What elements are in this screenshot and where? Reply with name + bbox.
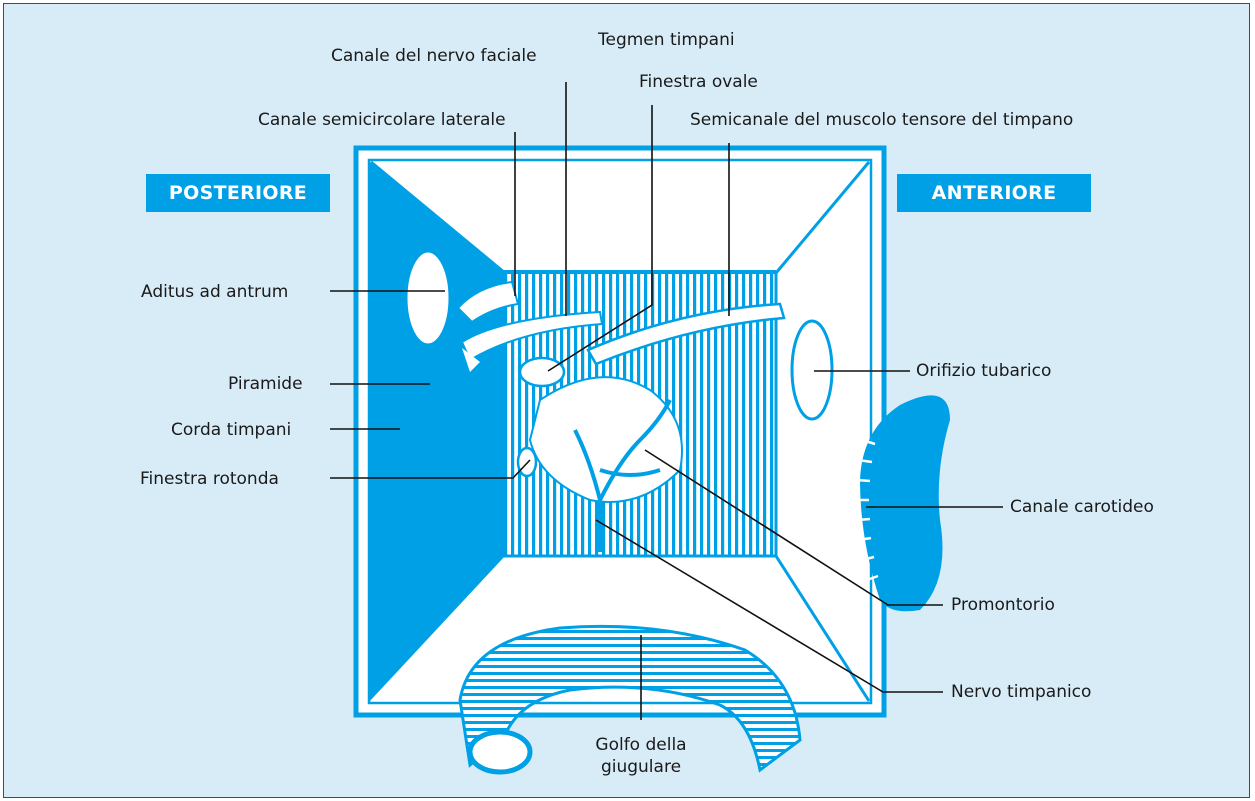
anterior-tag: ANTERIORE: [897, 174, 1091, 212]
jugular-bulb-opening: [470, 732, 530, 772]
round-window: [518, 448, 536, 476]
tubal-orifice: [792, 321, 832, 419]
label-semicanale-muscolo: Semicanale del muscolo tensore del timpa…: [690, 110, 1073, 130]
label-canale-nervo-faciale: Canale del nervo faciale: [331, 46, 537, 66]
posterior-tag: POSTERIORE: [146, 174, 330, 212]
label-finestra-rotonda: Finestra rotonda: [140, 469, 279, 489]
label-canale-semicircolare: Canale semicircolare laterale: [258, 110, 506, 130]
label-orifizio-tubarico: Orifizio tubarico: [916, 361, 1051, 381]
label-finestra-ovale: Finestra ovale: [639, 72, 758, 92]
label-corda-timpani: Corda timpani: [171, 420, 291, 440]
label-golfo-line1: Golfo della: [571, 735, 711, 755]
label-canale-carotideo: Canale carotideo: [1010, 497, 1154, 517]
label-tegmen-timpani: Tegmen timpani: [598, 30, 735, 50]
label-piramide: Piramide: [228, 374, 303, 394]
aditus-opening: [406, 251, 450, 345]
label-promontorio: Promontorio: [951, 595, 1055, 615]
label-nervo-timpanico: Nervo timpanico: [951, 682, 1091, 702]
label-aditus: Aditus ad antrum: [141, 282, 288, 302]
oval-window: [520, 358, 564, 386]
label-golfo-line2: giugulare: [571, 757, 711, 777]
